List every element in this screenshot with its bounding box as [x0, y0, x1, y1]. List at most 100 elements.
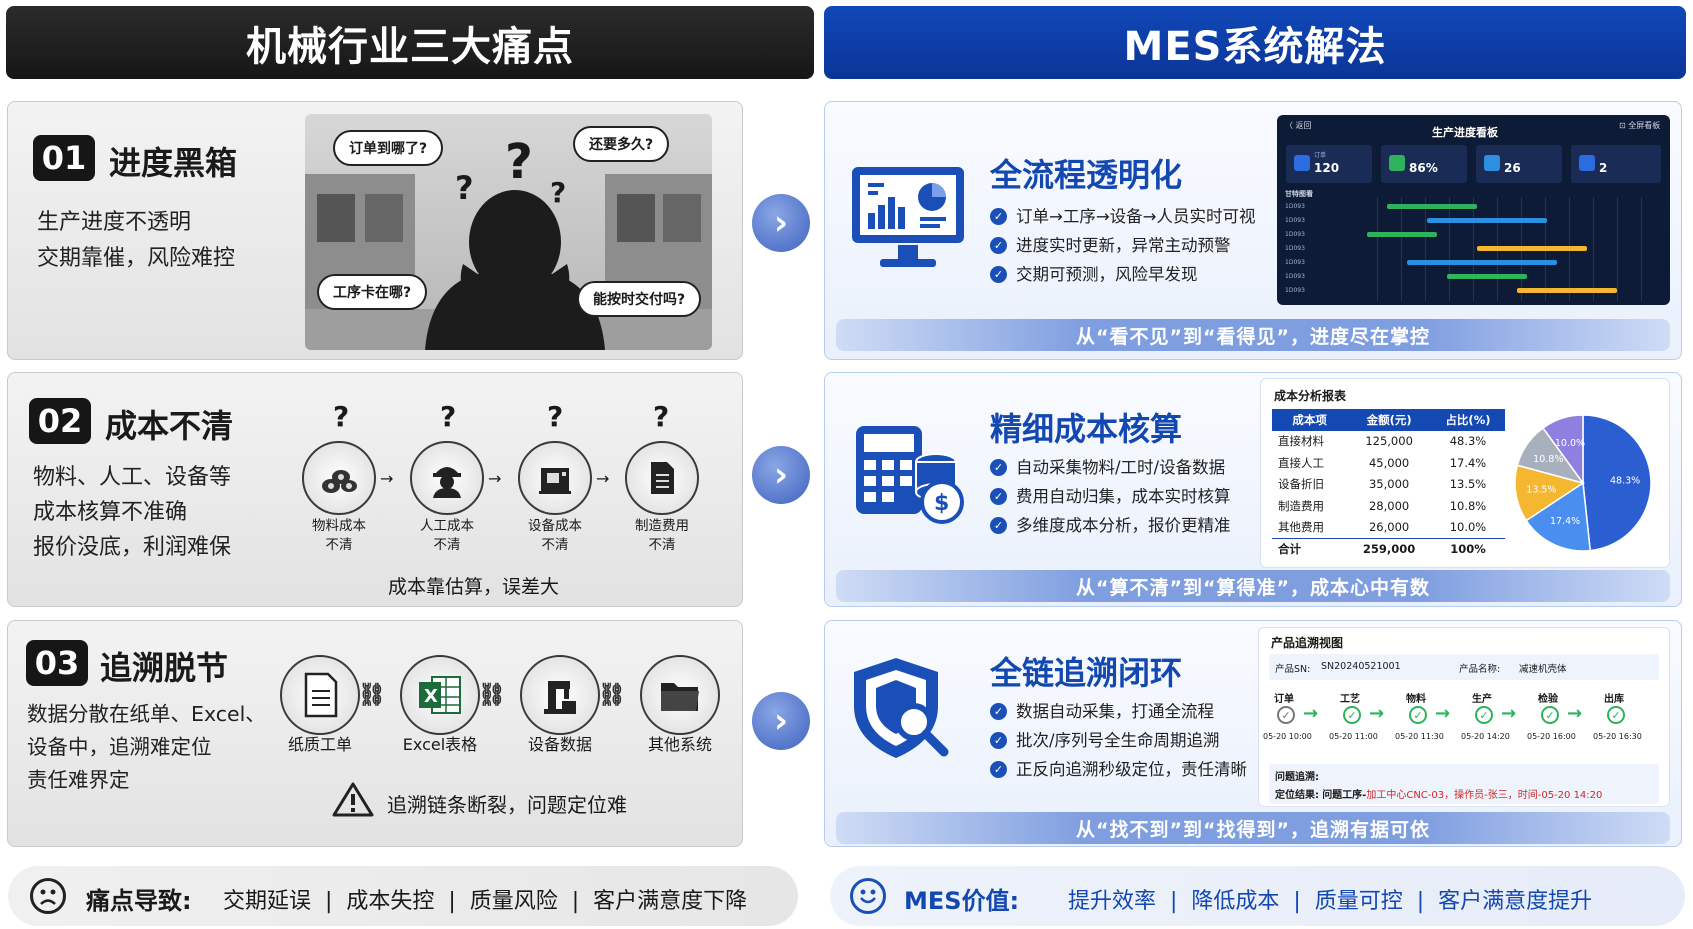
gantt-bar — [1477, 246, 1587, 251]
cost-item-label: 制造费用不清 — [635, 518, 689, 553]
check-circle-icon: ✓ — [1541, 706, 1559, 724]
production-dashboard: 〈 返回 生产进度看板 ⊡ 全屏看板 订单 120 86% 26 2 甘特图看 … — [1277, 115, 1670, 305]
trace-source-label: Excel表格 — [402, 735, 478, 754]
check-icon: ✓ — [990, 517, 1007, 534]
confused-worker-illustration: ? ? ? 订单到哪了? 还要多久? 工序卡在哪? 能按时交付吗? — [305, 114, 712, 350]
equipment-icon — [520, 655, 600, 735]
gantt-row-label: 1D093 — [1285, 217, 1305, 224]
pain-line: 成本核算不准确 — [33, 500, 188, 525]
sad-face-icon — [30, 878, 66, 914]
pie-data-label: 10.0% — [1555, 438, 1585, 449]
gantt-bar — [1387, 204, 1477, 209]
pain-line: 生产进度不透明 — [37, 210, 192, 235]
bullet-item: ✓多维度成本分析，报价更精准 — [990, 511, 1231, 540]
solution-banner: 从“算不清”到“算得准”，成本心中有数 — [836, 570, 1670, 602]
smile-face-icon — [850, 878, 886, 914]
footer-pain: 痛点导致: 交期延误 | 成本失控 | 质量风险 | 客户满意度下降 — [8, 866, 798, 926]
gantt-bar — [1517, 288, 1617, 293]
trace-step-name: 检验 — [1538, 694, 1558, 705]
check-circle-icon: ✓ — [1475, 706, 1493, 724]
paper-order-icon — [280, 655, 360, 735]
solution-bullets: ✓自动采集物料/工时/设备数据 ✓费用自动归集，成本实时核算 ✓多维度成本分析，… — [990, 453, 1231, 540]
document-icon — [625, 441, 699, 515]
check-icon: ✓ — [990, 266, 1007, 283]
bullet-item: ✓批次/序列号全生命周期追溯 — [990, 726, 1247, 755]
bullet-item: ✓交期可预测，风险早发现 — [990, 260, 1255, 289]
arrow-icon: → — [1501, 703, 1517, 724]
check-circle-icon: ✓ — [1277, 706, 1295, 724]
check-circle-icon: ✓ — [1607, 706, 1625, 724]
left-header: 机械行业三大痛点 — [6, 6, 814, 79]
trace-step-time: 05-20 16:00 — [1527, 732, 1576, 741]
bullet-item: ✓数据自动采集，打通全流程 — [990, 697, 1247, 726]
check-icon: ✓ — [990, 237, 1007, 254]
kpi-icon — [1294, 155, 1310, 171]
question-mark-icon: ? — [547, 400, 564, 433]
broken-chain-icon: ⛓ — [358, 683, 386, 708]
gantt-label: 甘特图看 — [1285, 190, 1313, 198]
footer-label: MES价值: — [904, 887, 1020, 915]
footer-label: 痛点导致: — [86, 887, 192, 915]
chevron-right-icon: › — [752, 446, 810, 504]
machine-icon — [518, 441, 592, 515]
pain-title: 成本不清 — [105, 407, 234, 445]
kpi-icon — [1389, 155, 1405, 171]
cost-note: 成本靠估算，误差大 — [388, 576, 560, 598]
gantt-tick — [1593, 197, 1594, 301]
arrow-icon: → — [380, 469, 394, 488]
svg-text:$: $ — [934, 491, 949, 516]
kpi-card: 2 — [1571, 145, 1661, 183]
question-mark-icon: ? — [455, 169, 474, 207]
fullscreen-button[interactable]: ⊡ 全屏看板 — [1619, 121, 1661, 130]
back-link[interactable]: 〈 返回 — [1285, 121, 1312, 130]
pain-number: 03 — [26, 640, 88, 686]
pain-panel-cost — [7, 372, 743, 607]
trace-source-label: 纸质工单 — [287, 735, 352, 754]
question-mark-icon: ? — [333, 400, 350, 433]
broken-chain-icon: ⛓ — [478, 683, 506, 708]
arrow-icon: → — [1567, 703, 1583, 724]
column-header: 成本项 — [1272, 409, 1348, 431]
trace-step-time: 05-20 10:00 — [1263, 732, 1312, 741]
table-header-row: 成本项 金额(元) 占比(%) — [1272, 409, 1505, 431]
footer-value: MES价值: 提升效率 | 降低成本 | 质量可控 | 客户满意度提升 — [830, 866, 1685, 926]
trace-note: 追溯链条断裂，问题定位难 — [387, 793, 627, 817]
speech-bubble: 订单到哪了? — [333, 130, 444, 166]
issue-trace-box: 问题追溯: 定位结果: 问题工序-加工中心CNC-03，操作员-张三，时间-05… — [1269, 764, 1659, 804]
pain-number: 01 — [33, 135, 95, 181]
cost-pie-chart: 48.3%17.4%13.5%10.8%10.0% — [1514, 414, 1652, 552]
check-icon: ✓ — [990, 703, 1007, 720]
materials-icon — [302, 441, 376, 515]
trace-view-card: 产品追溯视图 产品SN: SN20240521001 产品名称: 减速机壳体 订… — [1258, 627, 1670, 807]
trace-step-name: 出库 — [1604, 694, 1624, 705]
trace-step-time: 05-20 14:20 — [1461, 732, 1510, 741]
check-icon: ✓ — [990, 488, 1007, 505]
solution-banner: 从“看不见”到“看得见”，进度尽在掌控 — [836, 319, 1670, 351]
kpi-card: 订单 120 — [1286, 145, 1372, 183]
solution-title: 全流程透明化 — [990, 156, 1183, 194]
arrow-icon: → — [596, 469, 610, 488]
pain-description: 数据分散在纸单、Excel、 设备中，追溯难定位 责任难界定 — [27, 698, 266, 797]
gantt-bar — [1407, 260, 1557, 265]
calculator-coins-icon: $ — [852, 422, 964, 532]
gantt-tick — [1641, 197, 1642, 301]
gantt-tick — [1377, 197, 1378, 301]
cost-item-label: 人工成本不清 — [420, 518, 474, 553]
pain-title: 进度黑箱 — [109, 144, 238, 182]
chevron-right-icon: › — [752, 692, 810, 750]
kpi-card: 86% — [1381, 145, 1467, 183]
solution-bullets: ✓订单→工序→设备→人员实时可视 ✓进度实时更新，异常主动预警 ✓交期可预测，风… — [990, 202, 1255, 289]
report-title: 成本分析报表 — [1274, 389, 1347, 403]
pie-slice — [1541, 414, 1584, 486]
pie-slice — [1525, 481, 1592, 552]
trace-step-name: 物料 — [1406, 694, 1426, 705]
kpi-icon — [1579, 155, 1595, 171]
speech-bubble: 还要多久? — [573, 126, 670, 162]
bullet-item: ✓费用自动归集，成本实时核算 — [990, 482, 1231, 511]
pain-line: 物料、人工、设备等 — [33, 465, 232, 490]
gantt-bar — [1367, 232, 1437, 237]
gantt-row-label: 1D093 — [1285, 273, 1305, 280]
